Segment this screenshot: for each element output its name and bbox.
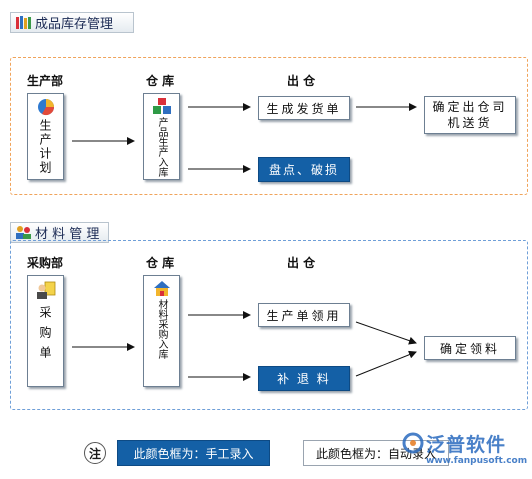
- confirm-outbound-box: 确定出仓司机送货: [424, 96, 516, 134]
- arrow-return-to-confirm: [355, 350, 417, 377]
- production-issue-box: 生产单领用: [258, 303, 350, 327]
- production-plan-text: 生产计划: [38, 119, 52, 175]
- brand-logo-icon: [402, 432, 424, 454]
- inventory-outbound-label: 出 仓: [287, 74, 316, 88]
- production-plan-box: 生产计划: [27, 93, 64, 180]
- person-document-icon: [36, 281, 55, 299]
- inventory-section-header: 成品库存管理: [10, 12, 134, 33]
- material-stock-in-box: 材料采购入库: [143, 275, 180, 387]
- purchase-order-box: 采购单: [27, 275, 64, 387]
- people-icon: [15, 225, 32, 240]
- confirm-material-box: 确定领料: [424, 336, 516, 360]
- inventory-warehouse-label: 仓 库: [146, 74, 175, 88]
- note-marker: 注: [84, 442, 106, 464]
- stocktake-damage-box: 盘点、破损: [258, 157, 350, 182]
- house-icon: [153, 281, 170, 296]
- inventory-flow-panel: [10, 57, 528, 195]
- return-material-box: 补 退 料: [258, 366, 350, 391]
- production-dept-label: 生产部: [27, 74, 64, 88]
- material-section-header: 材 料 管 理: [10, 222, 109, 243]
- brand-watermark: 泛普软件 www.fanpusoft.com: [402, 428, 530, 474]
- material-stock-in-text: 材料采购入库: [156, 299, 167, 359]
- inventory-section-title: 成品库存管理: [35, 17, 114, 32]
- shipping-order-box: 生成发货单: [258, 96, 350, 120]
- purchase-dept-label: 采购部: [27, 256, 64, 270]
- material-outbound-label: 出 仓: [287, 256, 316, 270]
- legend-manual-entry: 此颜色框为：手工录入: [117, 440, 270, 466]
- arrow-issue-to-confirm: [355, 321, 417, 345]
- product-stock-in-text: 产品生产入库: [156, 117, 167, 177]
- stacked-boxes-icon: [152, 98, 171, 114]
- material-warehouse-label: 仓 库: [146, 256, 175, 270]
- brand-url: www.fanpusoft.com: [426, 456, 528, 466]
- bookshelf-icon: [15, 15, 32, 30]
- material-section-title: 材 料 管 理: [35, 227, 100, 242]
- brand-name: 泛普软件: [426, 434, 507, 456]
- pie-chart-icon: [37, 99, 54, 116]
- material-flow-panel: [10, 240, 528, 410]
- purchase-order-text: 采购单: [38, 306, 52, 366]
- product-stock-in-box: 产品生产入库: [143, 93, 180, 180]
